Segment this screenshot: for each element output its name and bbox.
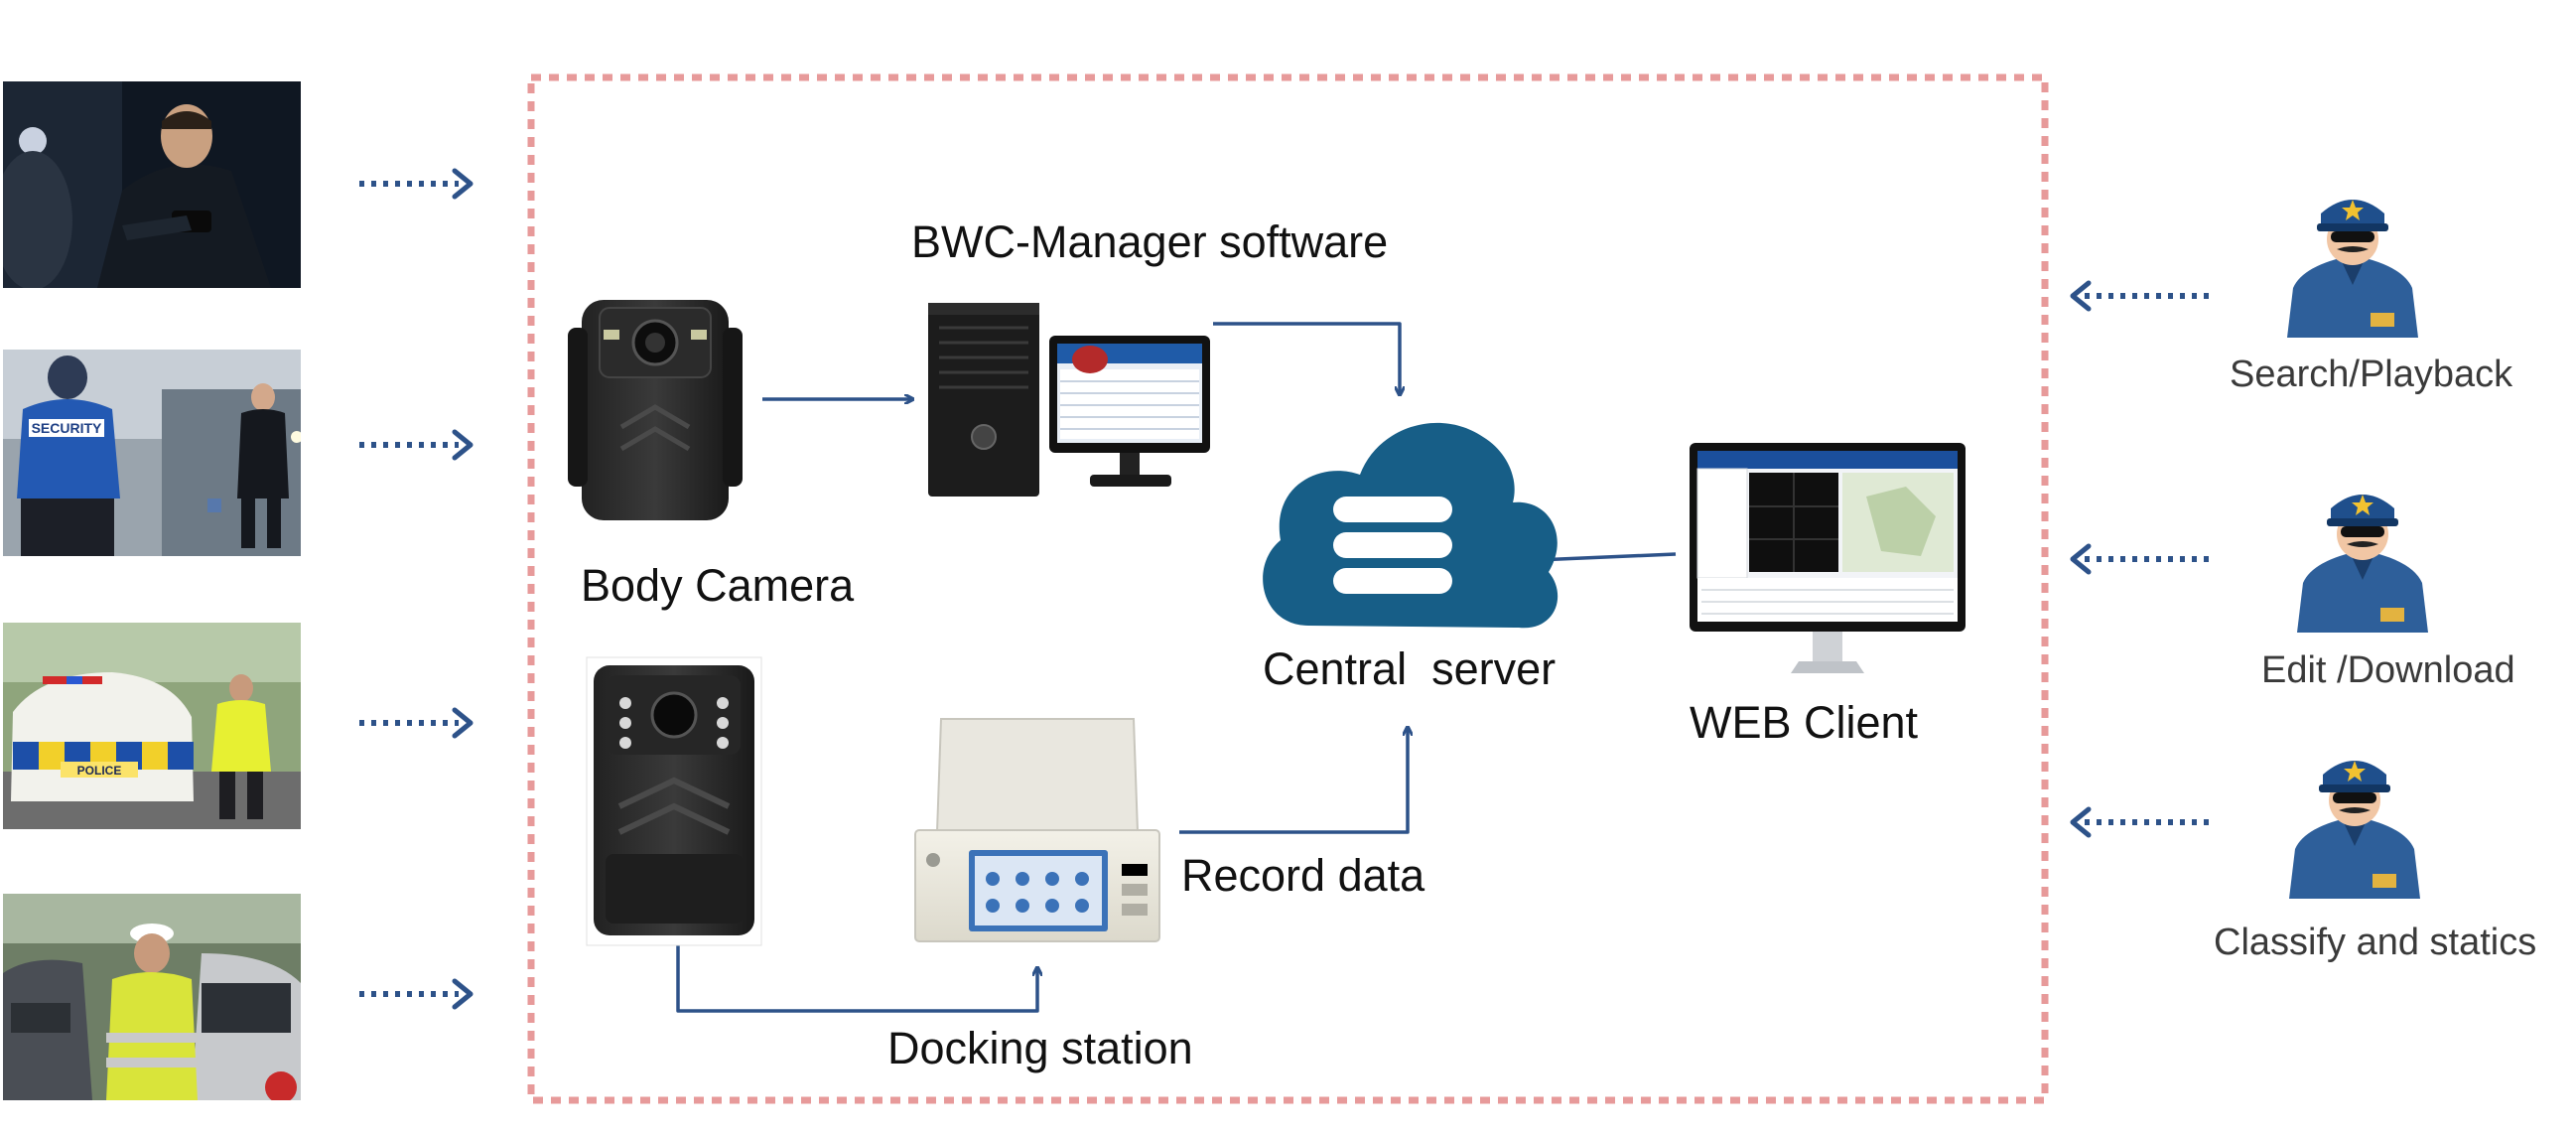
web-client-label: WEB Client	[1690, 697, 1919, 748]
body-camera-device-2	[586, 656, 762, 946]
photo-officer-aiming	[3, 81, 301, 288]
photo-security-guard: SECURITY	[3, 350, 301, 556]
security-vest-text: SECURITY	[32, 420, 102, 436]
police-officer-avatar-1	[2287, 200, 2418, 338]
imac-monitor-icon	[1690, 443, 1966, 673]
desktop-pc-icon	[928, 303, 1210, 497]
central-server-label: Central server	[1263, 643, 1557, 694]
police-car-text: POLICE	[77, 764, 122, 778]
cloud-database-icon	[1263, 422, 1559, 629]
officer-label-edit-download: Edit /Download	[2261, 649, 2515, 691]
docking-station-device	[914, 718, 1160, 942]
right-arrowheads	[2070, 280, 2092, 838]
photo-police-car: POLICE	[3, 623, 301, 829]
bwc-manager-label: BWC-Manager software	[911, 216, 1389, 267]
right-dotted-arrows	[2085, 293, 2214, 825]
body-camera-device-1	[568, 300, 743, 520]
police-officer-avatar-3	[2289, 761, 2420, 899]
docking-station-label: Docking station	[887, 1023, 1193, 1073]
photo-traffic-officer	[3, 894, 301, 1100]
record-data-label: Record data	[1181, 850, 1425, 901]
officer-label-search-playback: Search/Playback	[2230, 354, 2513, 395]
flow-connectors	[676, 322, 1677, 1013]
body-camera-label: Body Camera	[581, 560, 855, 611]
police-officer-avatar-2	[2297, 495, 2428, 633]
officer-label-classify-statics: Classify and statics	[2214, 922, 2537, 963]
left-dotted-arrows	[359, 181, 459, 997]
system-boundary	[527, 73, 2049, 1104]
left-arrowheads	[452, 168, 474, 1010]
